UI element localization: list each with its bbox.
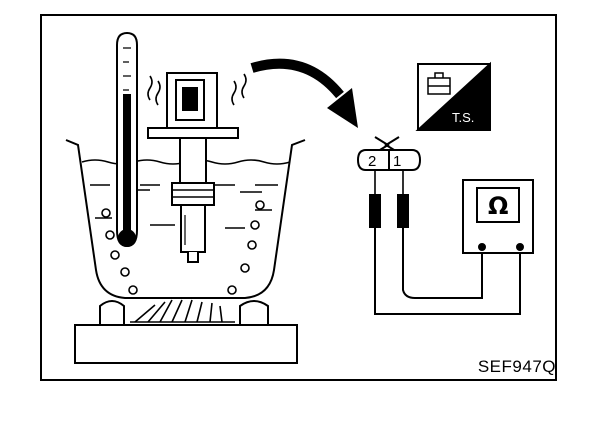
ohm-symbol: Ω: [488, 192, 508, 220]
ts-badge-label: T.S.: [452, 110, 474, 125]
burner-icon: [130, 299, 235, 323]
sensor-icon: [147, 72, 247, 263]
toolbox-icon: [415, 61, 491, 131]
ohmmeter-icon: [462, 179, 534, 254]
figure-frame: [40, 14, 557, 381]
connector-pin-1: 1: [393, 153, 401, 170]
connector-pin-2: 2: [368, 153, 376, 170]
stand-base: [74, 300, 298, 364]
arrow-icon: [250, 58, 358, 128]
connector: [356, 136, 521, 315]
figure-code: SEF947Q: [477, 357, 556, 376]
bubbles: [101, 200, 265, 295]
thermometer-icon: [116, 31, 138, 248]
